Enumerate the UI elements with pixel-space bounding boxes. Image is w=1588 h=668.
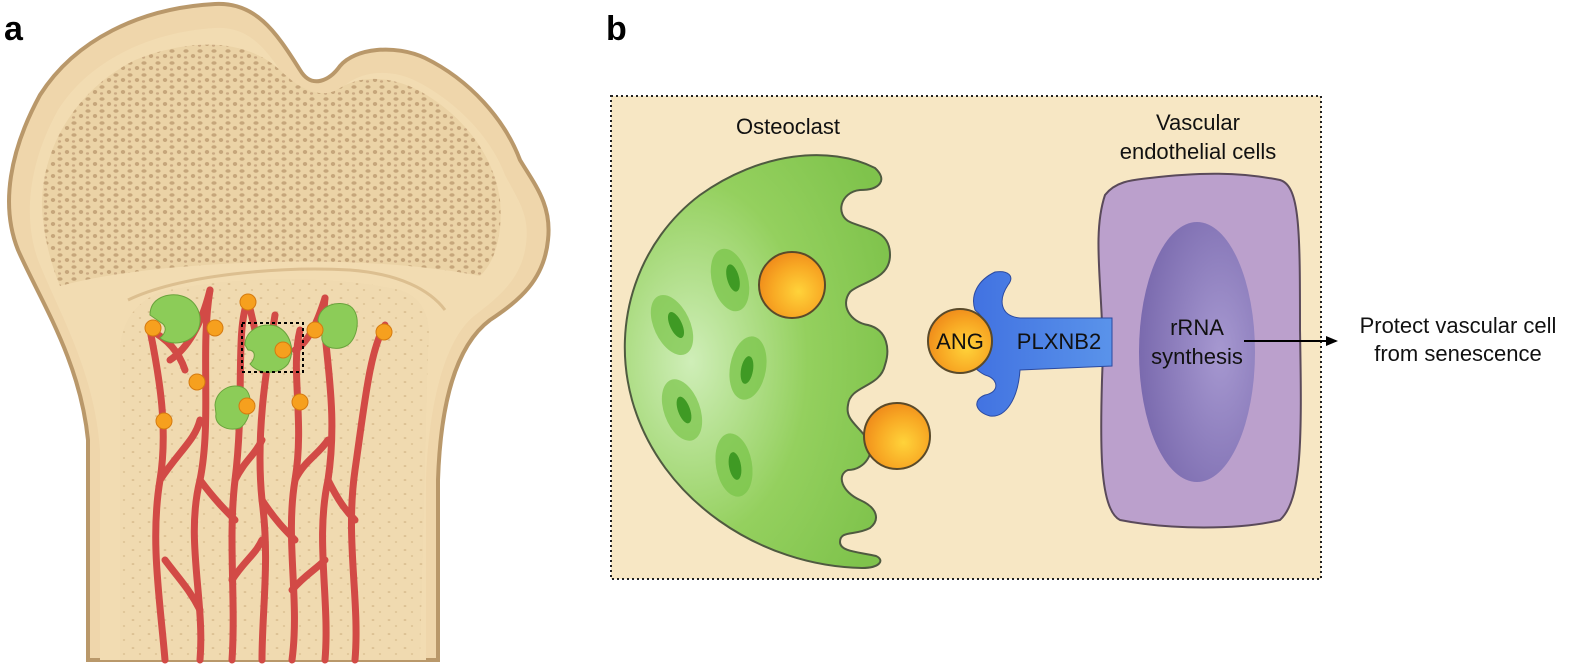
ang-in-osteoclast [758,251,826,319]
panel-a-letter: a [4,10,24,48]
bone-head-spongy [41,44,501,287]
outcome-label-line1: Protect vascular cell [1360,313,1557,338]
osteoclast-label: Osteoclast [736,114,840,139]
process-label-line2: synthesis [1151,344,1243,369]
plxnb2-label: PLXNB2 [1017,329,1101,354]
endothelial-cell: Vascular endothelial cells rRNA synthesi… [1097,110,1302,529]
endothelial-nucleus [1139,222,1255,482]
ang-bound [927,308,993,374]
osteoclast-small-3 [317,303,358,349]
ang-dots [144,293,393,430]
zoom-box [241,322,304,373]
endothelial-label-line2: endothelial cells [1120,139,1277,164]
panel-a: a [4,1,551,664]
panel-b: b Osteoclast [606,10,1557,580]
osteoclast-small-1 [149,294,201,344]
osteoclast-nuclei [650,248,767,497]
outcome-label-line2: from senescence [1374,341,1542,366]
ang-label: ANG [936,329,984,354]
ang-secreted [863,402,931,470]
osteoclasts-small [149,294,358,430]
growth-plate [127,267,447,311]
osteoclast-small-2 [244,324,292,373]
plxnb2-receptor: ANG PLXNB2 [927,271,1113,417]
osteoclast-cell: Osteoclast [623,114,931,570]
panel-b-letter: b [606,10,627,48]
endothelial-label-line1: Vascular [1156,110,1240,135]
process-label-line1: rRNA [1170,315,1224,340]
bone-illustration [7,1,551,664]
